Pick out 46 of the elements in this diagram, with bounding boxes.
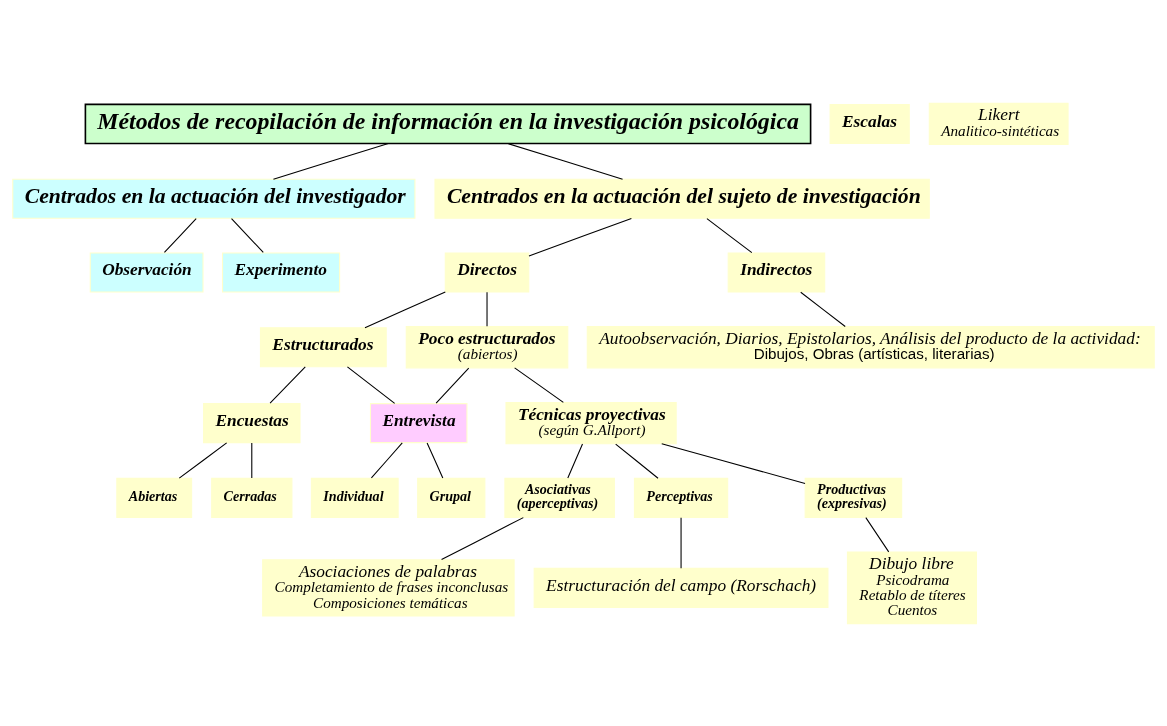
node-box: Estructurados [259, 326, 387, 367]
node-box: Grupal [417, 477, 486, 518]
connector [507, 142, 624, 180]
node-box: Individual [310, 477, 399, 518]
node-box: Productivas (expresivas) [804, 477, 903, 518]
connector [567, 443, 584, 479]
node-box: Encuestas [203, 402, 301, 443]
node-box: Centrados en la actuación del investigador [12, 178, 416, 219]
connector [435, 367, 470, 404]
node-box: Likert Analitico-sintéticas [928, 102, 1069, 145]
node-box: Perceptivas [633, 477, 729, 518]
connector [865, 516, 890, 552]
connector [615, 443, 659, 479]
connector [230, 217, 264, 253]
connector [163, 217, 197, 253]
node-box: Indirectos [727, 251, 826, 292]
node-box: Poco estructurados (abiertos) [405, 325, 569, 368]
connector [706, 217, 753, 253]
node-box: Directos [444, 251, 530, 292]
connector [269, 365, 306, 404]
node-box: Asociaciones de palabras Completamiento de frases inconclusas Composiciones temáticas [262, 558, 515, 617]
node-box: Observación [89, 251, 204, 292]
node-box: Estructuración del campo (Rorschach) [533, 567, 829, 608]
node-box: Técnicas proyectivas (según G.Allport) [505, 401, 677, 444]
connector [272, 142, 389, 180]
connector [528, 217, 632, 256]
node-box: Asociativas (aperceptivas) [504, 477, 615, 518]
connector [514, 366, 564, 403]
connector [370, 441, 403, 478]
node-box: Autoobservación, Diarios, Epistolarios, Análisis del producto de la actividad: Dibujos, Obras (artísticas, literarias) [586, 325, 1155, 368]
connector [178, 441, 228, 479]
node-box: Escalas [829, 103, 910, 144]
node-box: Entrevista [369, 402, 468, 443]
connector [346, 365, 396, 404]
node-box: Centrados en la actuación del sujeto de investigación [434, 178, 930, 219]
node-box: Abiertas [116, 477, 193, 518]
node-box: Cerradas [211, 477, 293, 518]
connector [251, 441, 253, 478]
connector [441, 516, 524, 560]
connector [800, 291, 846, 327]
connector [426, 441, 444, 478]
node-box: Métodos de recopilación de información en la investigación psicológica [84, 103, 812, 144]
node-box: Dibujo libre Psicodrama Retablo de títeres Cuentos [846, 551, 977, 624]
node-box: Experimento [222, 251, 341, 292]
connector [364, 291, 446, 328]
connector [661, 442, 806, 484]
